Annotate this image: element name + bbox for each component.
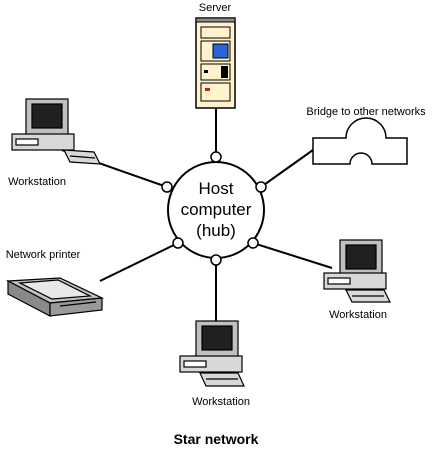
- workstation-right-label: Workstation: [329, 309, 387, 321]
- hub-ports: [161, 151, 267, 266]
- server-slots: [200, 26, 231, 102]
- line-to-network-printer: [99, 242, 179, 282]
- hub-label-line-2: computer: [181, 200, 252, 219]
- workstation-bottom-node: Workstation: [179, 320, 250, 408]
- network-printer-icon: [5, 277, 105, 317]
- bridge-icon: [312, 117, 408, 165]
- server-node: Server: [195, 2, 236, 109]
- diagram-title: Star network: [174, 431, 259, 447]
- workstation-top-left-icon: [11, 98, 102, 165]
- bridge-label: Bridge to other networks: [306, 106, 426, 118]
- workstation-right-icon: [323, 239, 391, 303]
- server-drive-blue: [212, 43, 229, 59]
- server-top-plate: [195, 17, 236, 23]
- line-to-bridge: [260, 149, 314, 188]
- server-light-small: [204, 70, 208, 73]
- hub-label-line-3: (hub): [196, 221, 236, 240]
- network-printer-label: Network printer: [6, 249, 81, 261]
- hub-label-line-1: Host: [199, 179, 234, 198]
- workstation-top-left-node: Workstation: [8, 98, 102, 188]
- workstation-bottom-icon: [179, 320, 245, 387]
- server-label: Server: [199, 2, 232, 14]
- port-top-right: [255, 181, 267, 193]
- server-drive-black: [221, 66, 228, 78]
- port-top-left: [161, 181, 173, 193]
- bridge-node: Bridge to other networks: [306, 106, 426, 165]
- line-to-workstation-right: [252, 242, 333, 269]
- hub: Host computer (hub): [161, 151, 267, 266]
- workstation-bottom-label: Workstation: [192, 396, 250, 408]
- port-bottom: [210, 254, 222, 266]
- port-bottom-right: [247, 237, 259, 249]
- port-bottom-left: [172, 237, 184, 249]
- server-light-red: [205, 88, 210, 91]
- workstation-right-node: Workstation: [323, 239, 391, 321]
- port-top: [210, 151, 222, 163]
- network-printer-node: Network printer: [5, 249, 105, 317]
- workstation-top-left-label: Workstation: [8, 176, 66, 188]
